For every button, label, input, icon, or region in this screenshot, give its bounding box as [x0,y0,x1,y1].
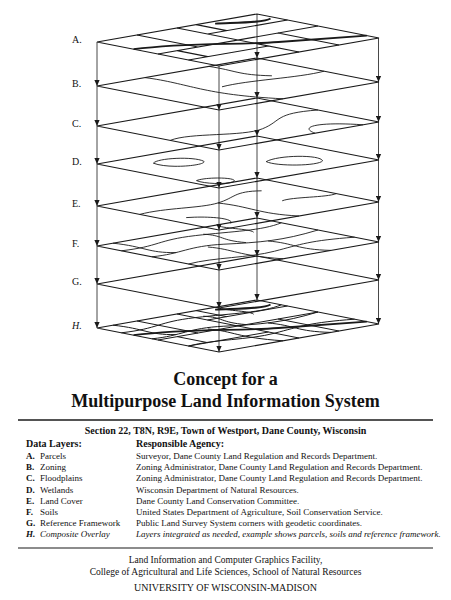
layer-letter: B. [72,78,81,90]
layer-letter: F. [72,238,79,250]
agency-name: Public Land Survey System corners with g… [136,518,448,529]
layer-letter: C. [26,473,35,484]
map-layer: H. [68,300,379,352]
land-cover-map [129,184,379,230]
layer-connector [378,38,379,82]
title-spacer [311,368,406,390]
title: Concept for a Multipurpose Land Informat… [71,369,380,411]
map-layer: D. [68,136,379,188]
agency-name: United States Department of Agriculture,… [136,507,448,518]
layer-letter: E. [72,198,81,210]
layer-sheet [97,98,379,150]
layer-sheet [97,14,379,66]
corner-line [257,14,258,300]
sheet-outline [97,98,379,150]
wetland-map [123,145,343,186]
agency-name: Layers integrated as needed, example sho… [136,529,448,540]
sheet-outline [97,218,379,270]
column-heading: Responsible Agency: [136,438,224,450]
layer-name: Floodplains [40,473,83,484]
composite-map [97,300,379,352]
layer-letter: H. [72,320,82,332]
layer-name: Wetlands [40,485,73,496]
zoning-map [144,58,379,102]
title-block: Concept for a Multipurpose Land Informat… [46,368,406,412]
agency-name: Zoning Administrator, Dane County Land R… [136,462,448,473]
layer-name: Reference Framework [40,518,120,529]
sheet-outline [97,178,379,230]
sheet-outline [97,58,379,110]
layer-name: Soils [40,507,58,518]
rule-line [18,547,433,548]
layer-letter: H. [26,529,35,540]
soil-map [97,218,379,270]
agency-name: Surveyor, Dane County Land Regulation an… [136,451,448,462]
layer-letter: D. [26,485,35,496]
layer-connector [378,82,379,122]
credit-line: Land Information and Computer Graphics F… [0,555,451,567]
map-layer: G. [68,256,379,308]
parcel-map [97,14,379,66]
map-layer: A. [68,14,379,66]
layer-letter: G. [26,518,35,529]
sheet-outline [97,136,379,188]
map-layer: B. [68,58,379,110]
layer-name: Zoning [40,462,66,473]
credit-line: College of Agricultural and Life Science… [0,567,451,579]
sheet-outline [97,300,379,352]
layer-name: Land Cover [40,496,83,507]
layer-name: Composite Overlay [40,529,110,540]
layer-letter: G. [72,276,82,288]
layer-connector [378,122,379,160]
layer-sheet [97,218,379,270]
agency-name: Zoning Administrator, Dane County Land R… [136,473,448,484]
layer-letter: F. [26,507,33,518]
layer-letter: A. [26,451,35,462]
layer-connector [378,242,379,280]
section-heading: Section 22, T8N, R9E, Town of Westport, … [0,425,451,437]
column-heading: Data Layers: [26,438,82,450]
layer-letter: E. [26,496,34,507]
corner-line [97,42,98,328]
layer-connector [378,280,379,324]
credit-line: UNIVERSITY OF WISCONSIN-MADISON [0,582,451,594]
layer-connector [378,202,379,242]
map-layer: E. [68,178,379,230]
layer-connector [378,160,379,202]
agency-name: Dane County Land Conservation Committee. [136,496,448,507]
rule-line [18,419,433,421]
sheet-outline [97,256,379,308]
layer-letter: C. [72,118,81,130]
layer-sheet [97,178,379,230]
layer-sheet [97,300,379,352]
layer-letter: A. [72,34,82,46]
layer-name: Parcels [40,451,66,462]
layer-sheet [97,58,379,110]
agency-name: Wisconsin Department of Natural Resource… [136,485,448,496]
layer-letter: D. [72,156,82,168]
layer-letter: B. [26,462,34,473]
title-spacer [46,368,141,390]
layer-sheet [97,136,379,188]
layer-sheet [97,256,379,308]
sheet-outline [97,14,379,66]
